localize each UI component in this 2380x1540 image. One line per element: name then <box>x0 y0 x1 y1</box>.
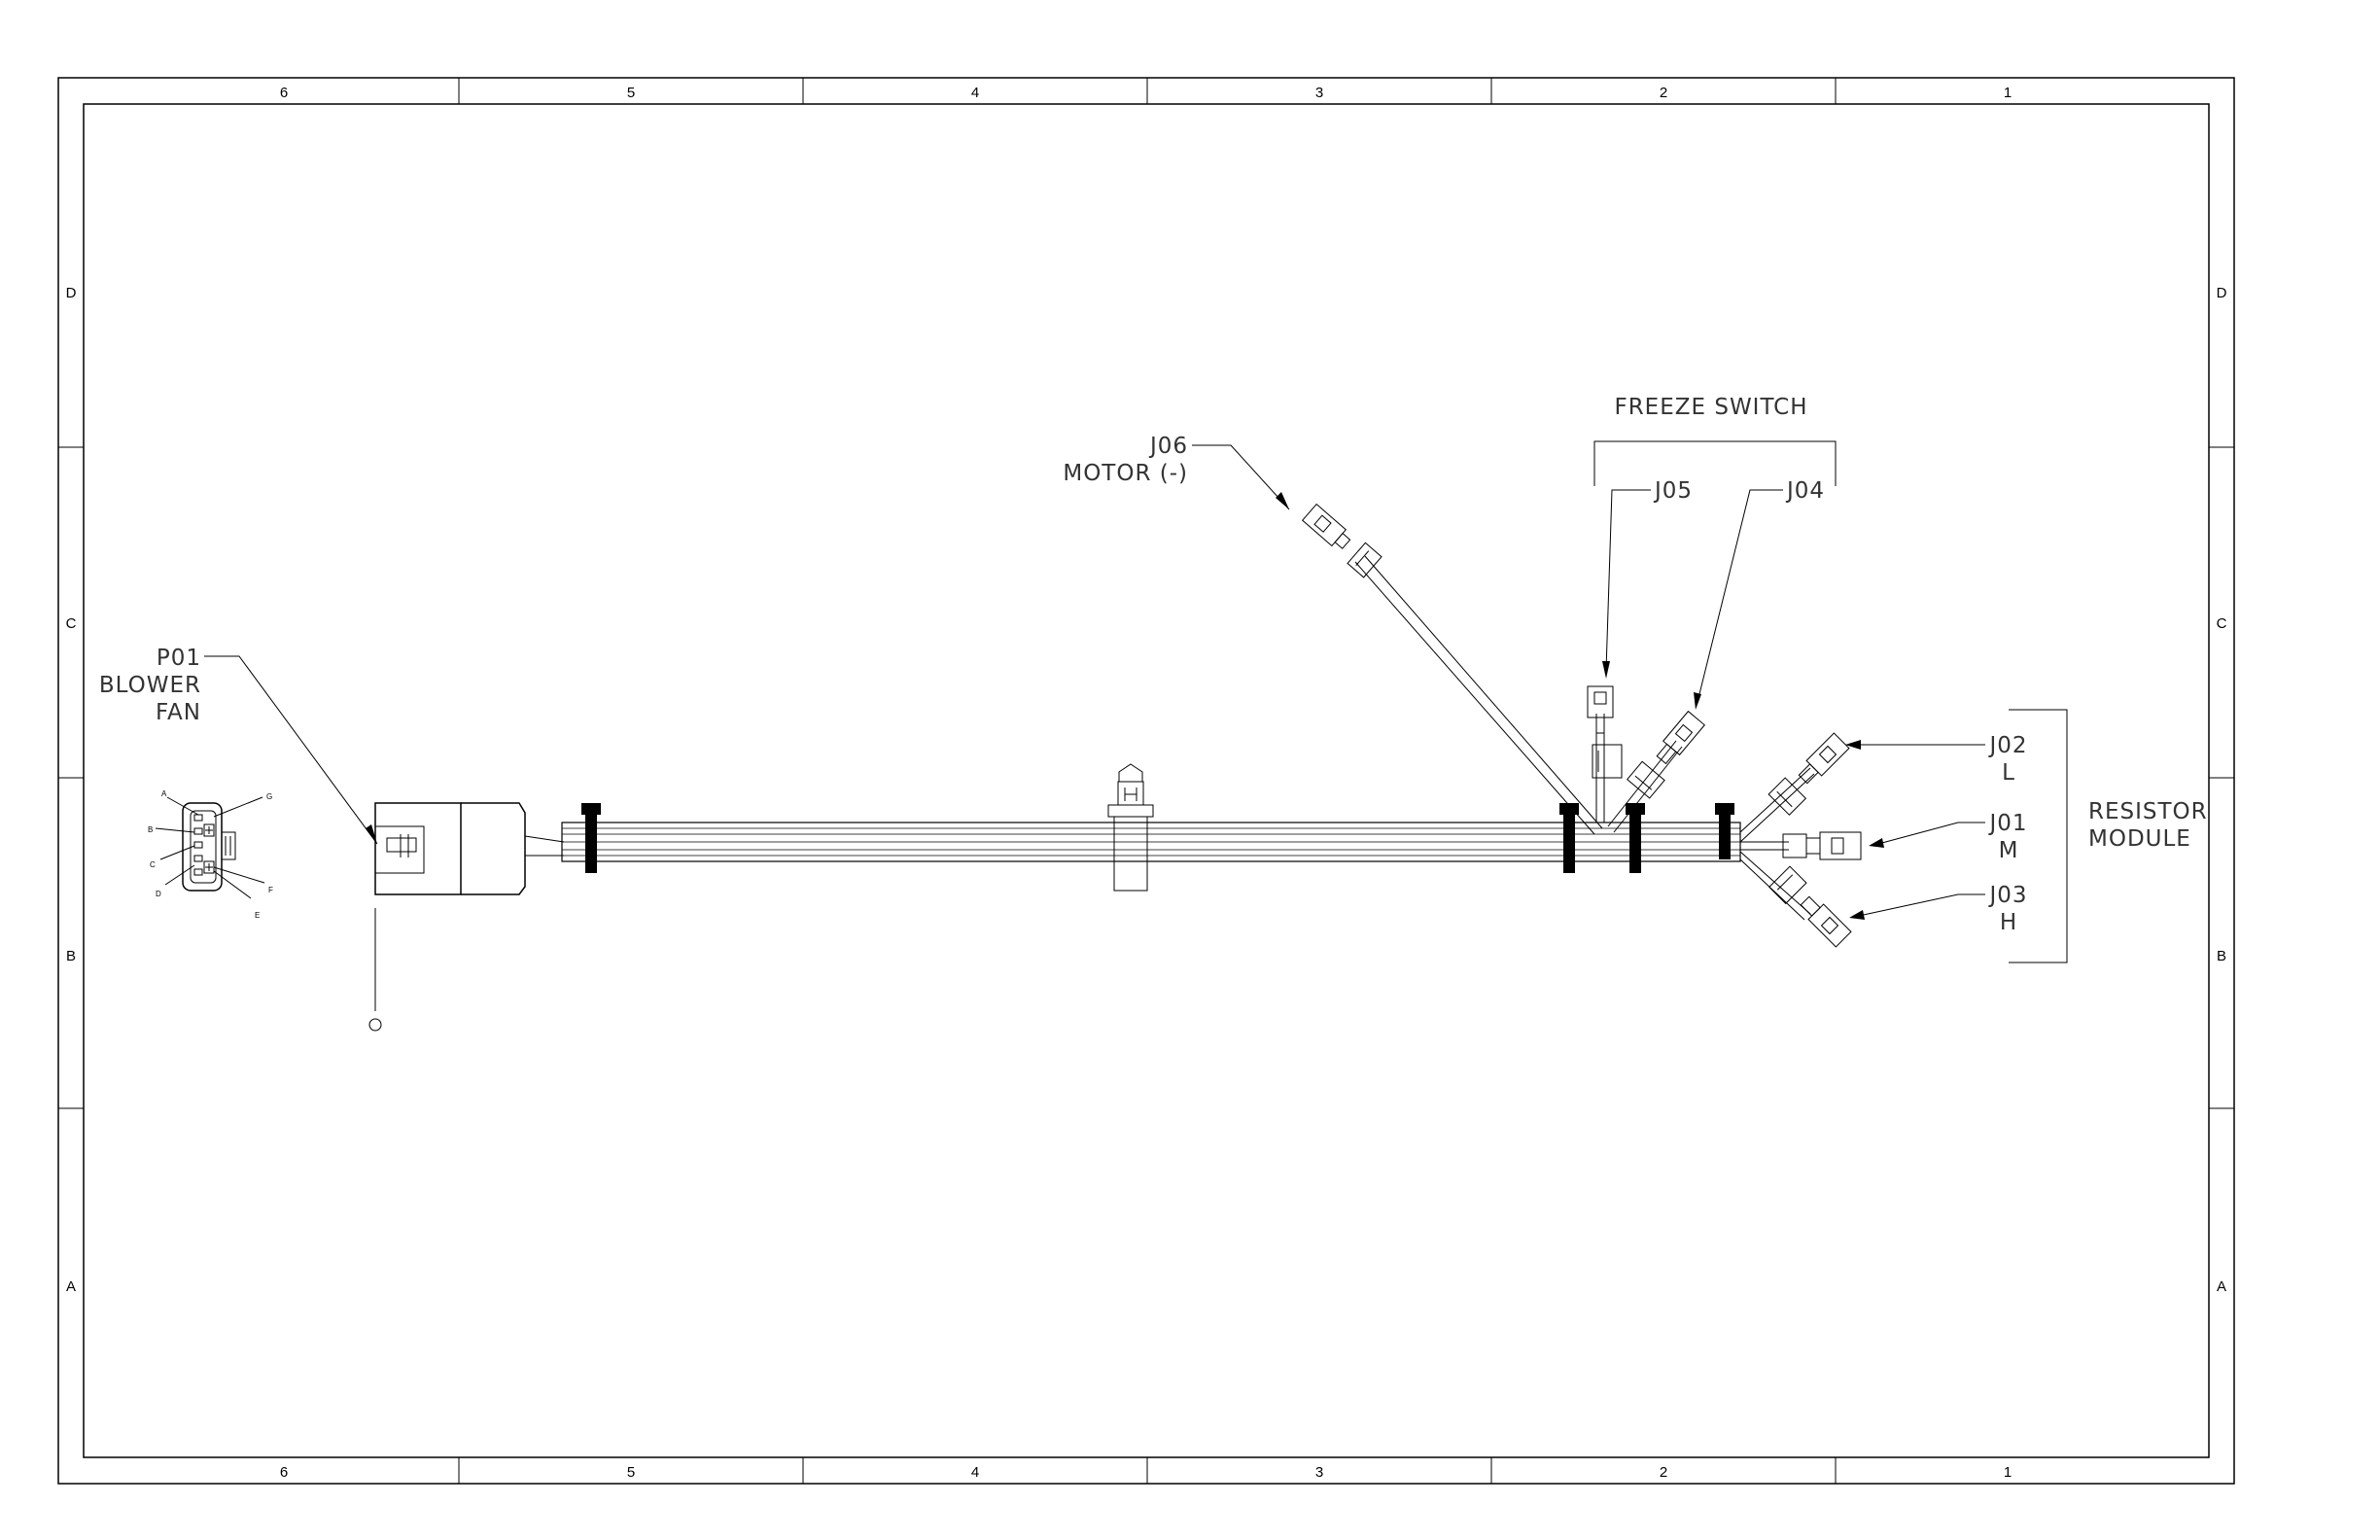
tie-wrap-head <box>581 803 601 815</box>
col-label-3: 3 <box>1315 85 1323 101</box>
j06-connector <box>1301 502 1382 578</box>
row-label-a: A <box>66 1278 76 1295</box>
col-label-1: 1 <box>2004 1464 2012 1481</box>
p01-ref-label: P01 <box>157 646 201 671</box>
j01-ref-label: J01 <box>1987 811 2027 836</box>
column-labels-bottom: 6 5 4 3 2 1 <box>280 1464 2012 1481</box>
j05-branch <box>1588 686 1622 822</box>
resistor-module-callout: J02 L J01 M J03 H RESISTOR MODULE <box>1845 710 2208 962</box>
j03-connector <box>1769 866 1853 950</box>
j06-callout: J06 MOTOR (-) <box>1063 434 1289 509</box>
j02-connector <box>1768 731 1852 815</box>
j02-ref-label: J02 <box>1987 733 2027 758</box>
col-label-6: 6 <box>280 1464 288 1481</box>
p01-connector <box>369 803 564 1031</box>
row-dividers <box>58 447 2234 1108</box>
j03-desc-label: H <box>2000 910 2017 935</box>
row-labels-right: D C B A <box>2217 285 2227 1295</box>
resistor-branches <box>1740 731 1861 950</box>
j03-ref-label: J03 <box>1987 883 2027 908</box>
p01-pin-callout-circle <box>369 1019 381 1031</box>
pin-label-f: F <box>268 886 273 894</box>
pin-label-d: D <box>156 890 161 898</box>
col-label-1: 1 <box>2004 85 2012 101</box>
p01-desc-line1: BLOWER <box>99 673 201 698</box>
j05-label: J05 <box>1653 478 1693 504</box>
col-label-5: 5 <box>627 85 635 101</box>
row-label-c: C <box>2217 615 2227 632</box>
pin-label-c: C <box>150 860 156 869</box>
row-label-d: D <box>2217 285 2227 301</box>
j04-branch <box>1608 710 1708 832</box>
j06-branch <box>1301 502 1602 834</box>
col-label-5: 5 <box>627 1464 635 1481</box>
resistor-module-line2: MODULE <box>2088 826 2191 852</box>
j04-connector <box>1628 710 1708 798</box>
j01-connector <box>1783 832 1861 859</box>
col-label-4: 4 <box>971 1464 979 1481</box>
col-label-2: 2 <box>1660 85 1667 101</box>
push-pin-clip <box>1108 764 1153 891</box>
j04-label: J04 <box>1785 478 1825 504</box>
col-label-3: 3 <box>1315 1464 1323 1481</box>
p01-desc-line2: FAN <box>156 700 201 725</box>
tie-wrap-head <box>1715 803 1734 815</box>
p01-face-view: A B C D E F G <box>148 789 273 920</box>
tie-wraps <box>581 803 1734 873</box>
j01-desc-label: M <box>1999 838 2019 863</box>
row-label-c: C <box>66 615 77 632</box>
freeze-switch-label: FREEZE SWITCH <box>1614 395 1807 420</box>
row-labels-left: D C B A <box>66 285 77 1295</box>
pin-label-a: A <box>161 789 167 798</box>
col-label-2: 2 <box>1660 1464 1667 1481</box>
j02-desc-label: L <box>2002 760 2015 786</box>
col-label-4: 4 <box>971 85 979 101</box>
main-harness <box>369 502 1861 1031</box>
j06-ref-label: J06 <box>1148 434 1188 459</box>
freeze-switch-callout: FREEZE SWITCH J05 J04 <box>1594 395 1836 710</box>
column-labels-top: 6 5 4 3 2 1 <box>280 85 2012 101</box>
resistor-module-line1: RESISTOR <box>2088 799 2208 824</box>
row-label-a: A <box>2217 1278 2226 1295</box>
drawing-frame: 6 5 4 3 2 1 6 5 4 3 2 1 D C B A D C B A <box>58 78 2234 1484</box>
row-label-b: B <box>2217 948 2226 964</box>
row-label-b: B <box>66 948 76 964</box>
pin-label-g: G <box>266 792 272 801</box>
col-label-6: 6 <box>280 85 288 101</box>
pin-label-e: E <box>255 911 260 920</box>
row-label-d: D <box>66 285 77 301</box>
p01-callout: P01 BLOWER FAN <box>99 646 377 844</box>
j06-desc-label: MOTOR (-) <box>1063 461 1188 486</box>
pin-label-b: B <box>148 825 153 834</box>
